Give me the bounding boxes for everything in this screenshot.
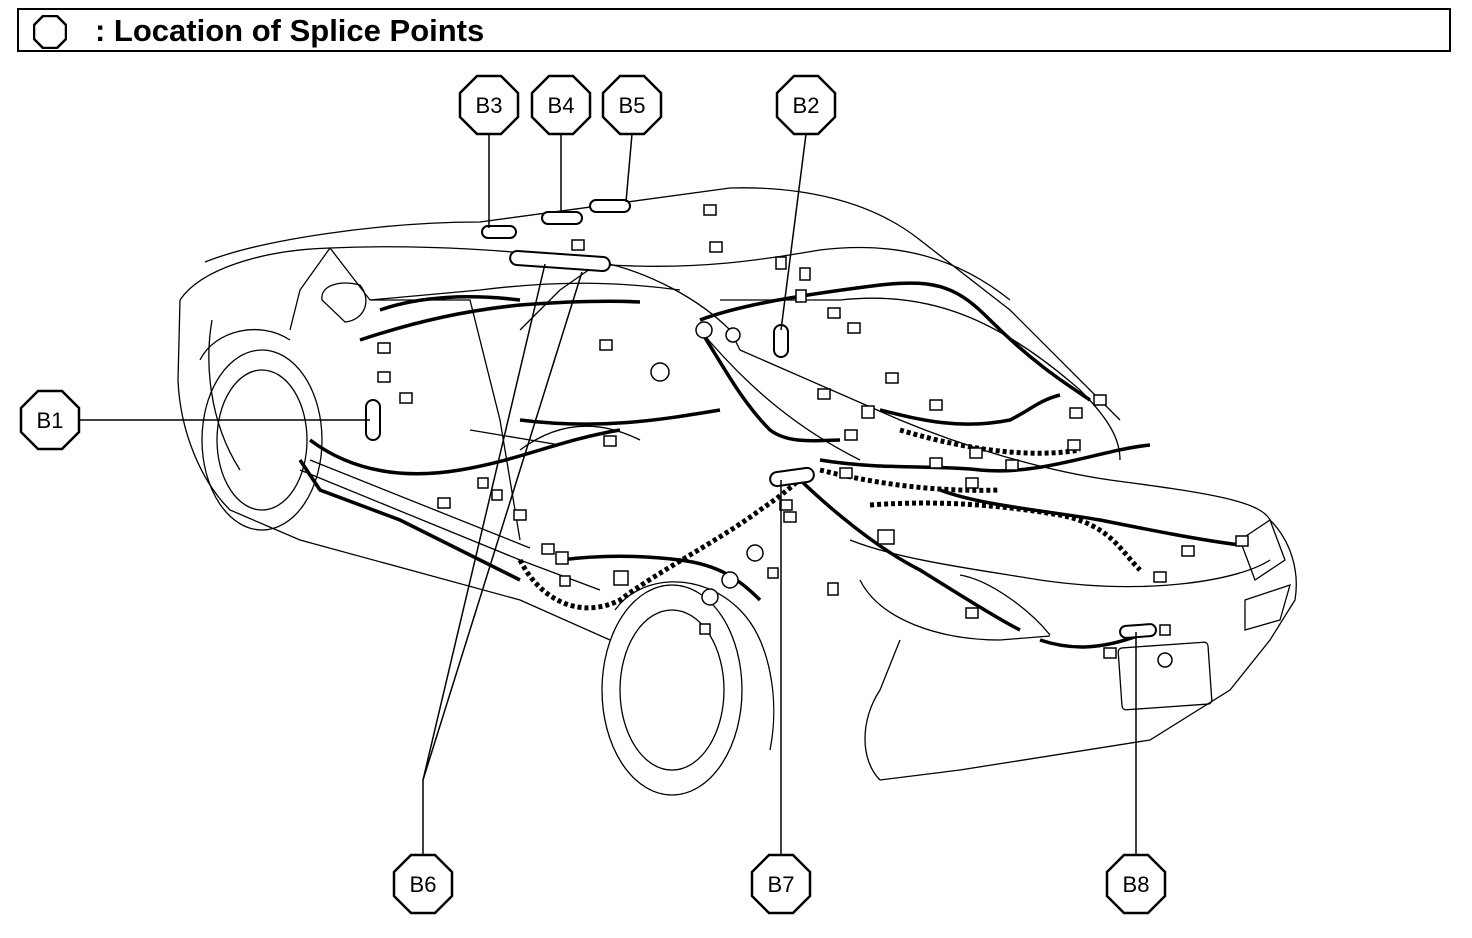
splice-label-text: B5	[619, 93, 646, 118]
leader-line-b2	[780, 133, 807, 331]
wiring-harness	[298, 281, 1241, 649]
splice-label-text: B2	[793, 93, 820, 118]
splice-label-text: B3	[476, 93, 503, 118]
octagon-icon	[33, 15, 67, 49]
leader-line-b6-a	[422, 263, 546, 781]
splice-label-b1: B1	[19, 389, 81, 451]
leader-line-b6-b	[422, 271, 583, 781]
splice-label-b3: B3	[458, 74, 520, 136]
splice-label-b5: B5	[601, 74, 663, 136]
leader-lines	[80, 133, 1137, 856]
splice-label-b2: B2	[775, 74, 837, 136]
splice-label-text: B7	[768, 872, 795, 897]
page-title: : Location of Splice Points	[95, 13, 485, 48]
splice-label-b6: B6	[392, 853, 454, 915]
splice-label-b8: B8	[1105, 853, 1167, 915]
connectors	[377, 204, 1249, 659]
splice-label-text: B8	[1123, 872, 1150, 897]
splice-label-b7: B7	[750, 853, 812, 915]
splice-spots	[365, 199, 1157, 639]
splice-label-b4: B4	[530, 74, 592, 136]
car-body	[177, 187, 1297, 796]
leader-line-b5	[625, 133, 633, 203]
splice-label-text: B6	[410, 872, 437, 897]
splice-label-text: B4	[548, 93, 575, 118]
grommets	[650, 321, 1173, 668]
splice-label-text: B1	[37, 408, 64, 433]
header-bar: : Location of Splice Points	[17, 8, 1451, 52]
